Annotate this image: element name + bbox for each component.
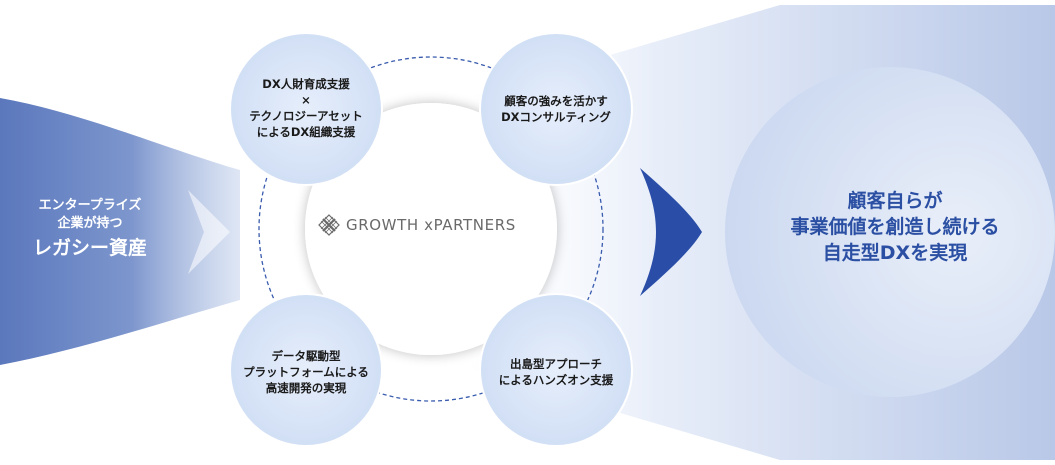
legacy-line-2: 企業が持つ (57, 216, 123, 231)
circle-bottom-right (479, 293, 633, 447)
chevron-right-icon (188, 190, 230, 274)
arrow-right-icon (640, 168, 702, 296)
circle-text-line: によるDX組織支援 (256, 125, 356, 139)
circle-bottom-right-text: 出島型アプローチ によるハンズオン支援 (471, 356, 641, 388)
circle-top-right-text: 顧客の強みを活かす DXコンサルティング (471, 93, 641, 125)
circle-text-line: 出島型アプローチ (510, 357, 602, 371)
goal-circle (725, 67, 1055, 397)
circle-text-line: 顧客の強みを活かす (504, 94, 608, 108)
circle-text-line: プラットフォームによる (243, 365, 369, 379)
circle-text-line: データ駆動型 (271, 349, 341, 363)
circle-bottom-left (229, 293, 383, 447)
center-circle (305, 103, 557, 355)
dashed-ring (258, 56, 604, 402)
circle-text-line: 高速開発の実現 (265, 381, 347, 395)
goal-line-3: 自走型DXを実現 (822, 242, 968, 264)
circle-top-left (229, 32, 383, 186)
legacy-assets-label: エンタープライズ 企業が持つ レガシー資産 (0, 197, 180, 261)
circle-text-line: テクノロジーアセット (249, 109, 363, 123)
goal-line-2: 事業価値を創造し続ける (790, 216, 1000, 238)
brand-name: GROWTH xPARTNERS (346, 216, 516, 234)
circle-top-left-text: DX人財育成支援 × テクノロジーアセット によるDX組織支援 (221, 76, 391, 140)
xpartners-logo-icon (318, 214, 340, 236)
growth-xpartners-logo: GROWTH xPARTNERS (318, 214, 516, 236)
circle-text-line: によるハンズオン支援 (498, 373, 614, 387)
goal-line-1: 顧客自らが (847, 190, 943, 212)
legacy-line-3: レガシー資産 (32, 237, 147, 259)
left-gradient-band (0, 98, 240, 365)
circle-text-line: DX人財育成支援 (262, 77, 350, 91)
goal-label: 顧客自らが 事業価値を創造し続ける 自走型DXを実現 (760, 188, 1030, 266)
circle-top-right (479, 32, 633, 186)
circle-text-line: DXコンサルティング (501, 110, 611, 124)
circle-bottom-left-text: データ駆動型 プラットフォームによる 高速開発の実現 (221, 348, 391, 396)
circle-text-line: × (301, 93, 311, 107)
legacy-line-1: エンタープライズ (38, 198, 142, 213)
